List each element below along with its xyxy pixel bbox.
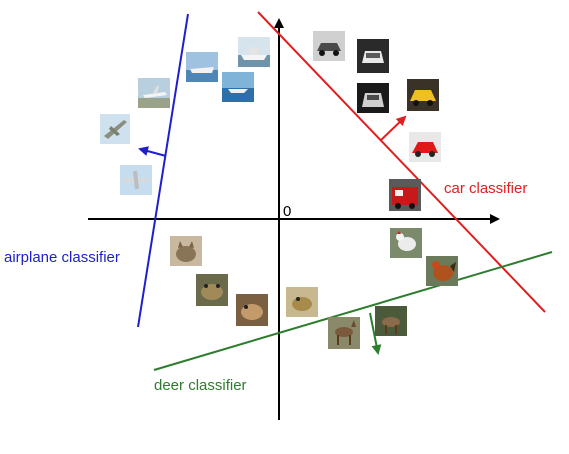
thumbnail-ship [222,72,254,102]
car-classifier-line [257,11,546,313]
thumbnail-deer [375,306,407,336]
airplane-classifier-line [137,13,189,328]
thumbnail-car [409,132,441,162]
thumbnail-frog [286,287,318,317]
thumbnail-airplane [186,52,218,82]
airplane-normal-arrow [138,146,167,157]
thumbnail-airplane [100,114,130,144]
thumbnail-airplane [120,165,152,195]
thumbnail-cat [170,236,202,266]
thumbnail-bird [426,256,458,286]
deer-classifier-line [153,251,553,371]
thumbnail-truck [389,179,421,211]
thumbnail-car [407,79,439,111]
deer-normal-arrow [369,312,382,355]
car-classifier-label: car classifier [444,180,527,197]
thumbnail-car [357,83,389,113]
deer-classifier-label: deer classifier [154,377,247,394]
airplane-classifier-label: airplane classifier [4,249,120,266]
thumbnail-bird [390,228,422,258]
thumbnail-ship [238,37,270,67]
car-normal-arrow [380,115,407,141]
thumbnail-frog [236,294,268,326]
thumbnail-frog [196,274,228,306]
thumbnail-car [313,31,345,61]
thumbnail-airplane [138,78,170,108]
thumbnail-deer [328,317,360,349]
thumbnail-car [357,39,389,73]
origin-label: 0 [283,203,291,220]
